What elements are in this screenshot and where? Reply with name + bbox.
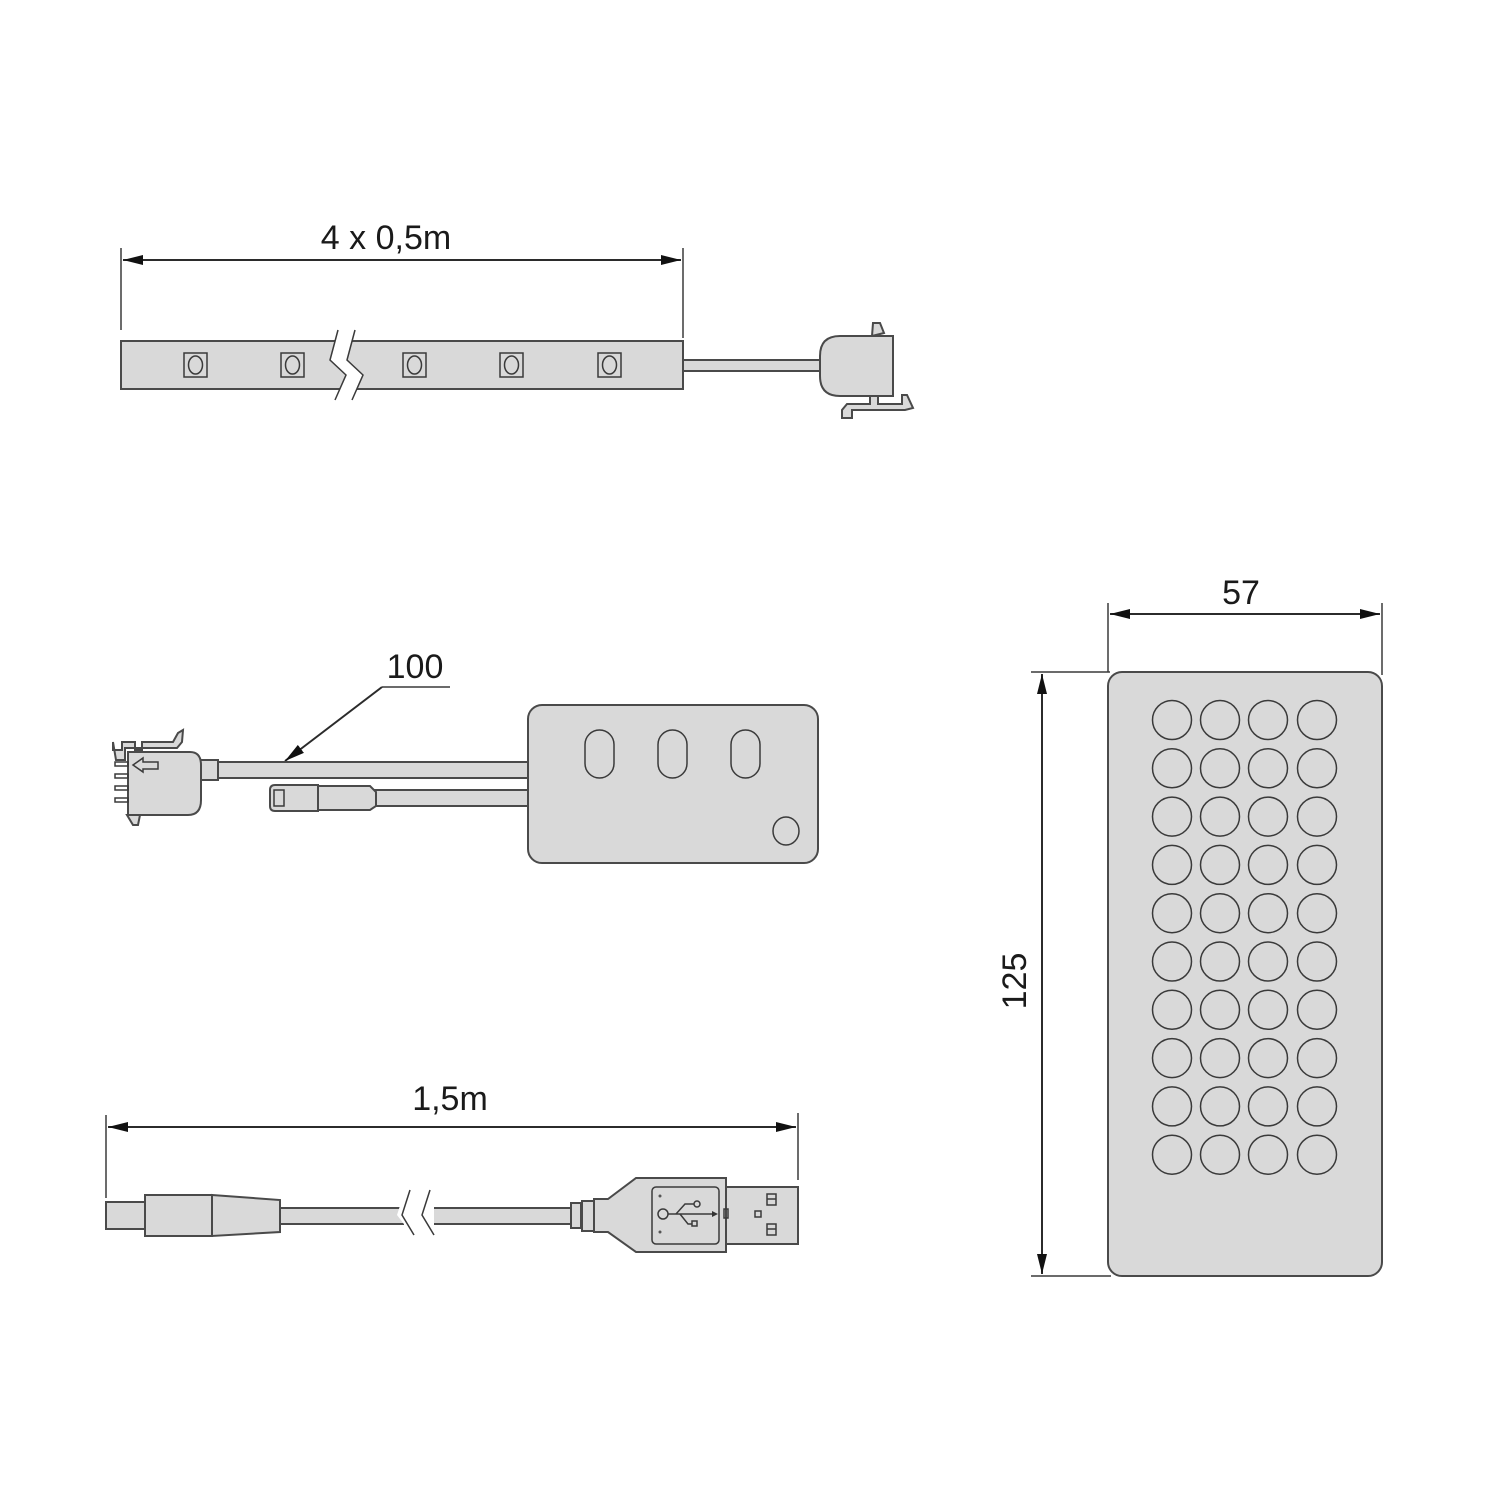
led-chip-icon	[499, 352, 524, 378]
remote-button	[1199, 989, 1241, 1031]
remote-button	[1199, 699, 1241, 741]
remote-button	[1247, 1086, 1289, 1127]
remote-button	[1296, 941, 1338, 982]
controller-main-cable	[216, 761, 530, 779]
cable-length-label: 100	[387, 648, 444, 686]
remote-button	[1151, 941, 1193, 982]
usb-cable-length-label: 1,5m	[412, 1080, 488, 1118]
led-strip-drawing: 4 x 0,5m	[120, 219, 915, 419]
controller-power-cable	[374, 789, 530, 807]
remote-button	[1151, 989, 1193, 1031]
led-chip-icon	[280, 352, 305, 378]
remote-button	[1199, 796, 1241, 837]
controller-button-1	[584, 729, 615, 779]
controller-ir-sensor	[772, 816, 800, 846]
remote-button	[1296, 1037, 1338, 1079]
dc-plug-icon	[269, 784, 377, 812]
remote-height-label: 125	[996, 953, 1034, 1010]
remote-button	[1199, 748, 1241, 789]
remote-button	[1151, 844, 1193, 886]
remote-button	[1199, 1086, 1241, 1127]
remote-button	[1247, 699, 1289, 741]
remote-button	[1199, 941, 1241, 982]
remote-button	[1296, 892, 1338, 934]
controller-cable-callout: 100	[284, 648, 450, 762]
usb-symbol-icon	[657, 1194, 718, 1234]
remote-button	[1247, 1037, 1289, 1079]
dc-socket-icon	[105, 1193, 281, 1238]
remote-button	[1296, 796, 1338, 837]
remote-button	[1296, 989, 1338, 1031]
remote-button-grid	[1151, 699, 1338, 1175]
remote-button	[1151, 1134, 1193, 1175]
remote-width-label: 57	[1222, 574, 1260, 612]
led-strip-dimension: 4 x 0,5m	[120, 219, 684, 338]
led-chip-icon	[597, 352, 622, 378]
led-strip-cable	[682, 359, 823, 372]
usb-cable-drawing: 1,5m	[105, 1080, 799, 1253]
remote-button	[1247, 796, 1289, 837]
controller-button-3	[730, 729, 761, 779]
led-chip-icon	[402, 352, 427, 378]
remote-button	[1247, 1134, 1289, 1175]
remote-button	[1199, 844, 1241, 886]
remote-button	[1296, 1134, 1338, 1175]
remote-button	[1247, 941, 1289, 982]
remote-button	[1199, 1134, 1241, 1175]
remote-button	[1296, 844, 1338, 886]
controller-connector-icon	[112, 728, 202, 826]
remote-height-dimension: 125	[996, 671, 1111, 1277]
remote-button	[1247, 892, 1289, 934]
led-chips	[183, 352, 622, 378]
remote-button	[1151, 1086, 1193, 1127]
controller-box	[527, 704, 819, 864]
remote-button	[1247, 748, 1289, 789]
remote-drawing: 57 125	[996, 574, 1383, 1277]
remote-button	[1151, 1037, 1193, 1079]
usb-cable-dimension: 1,5m	[105, 1080, 799, 1198]
led-chip-icon	[183, 352, 208, 378]
remote-button	[1151, 699, 1193, 741]
remote-button	[1247, 989, 1289, 1031]
arrow-left-icon	[131, 756, 159, 774]
led-strip-length-label: 4 x 0,5m	[321, 219, 451, 257]
remote-button	[1247, 844, 1289, 886]
remote-button	[1296, 699, 1338, 741]
remote-button	[1296, 1086, 1338, 1127]
remote-button	[1151, 796, 1193, 837]
remote-button	[1199, 1037, 1241, 1079]
led-strip-body	[120, 340, 684, 390]
controller-drawing: 100	[112, 648, 819, 864]
led-strip-connector-icon	[819, 322, 915, 419]
remote-button	[1151, 892, 1193, 934]
remote-button	[1199, 892, 1241, 934]
remote-button	[1151, 748, 1193, 789]
remote-body	[1107, 671, 1383, 1277]
remote-width-dimension: 57	[1107, 574, 1383, 675]
controller-button-2	[657, 729, 688, 779]
remote-button	[1296, 748, 1338, 789]
usb-a-plug-icon	[570, 1177, 799, 1253]
